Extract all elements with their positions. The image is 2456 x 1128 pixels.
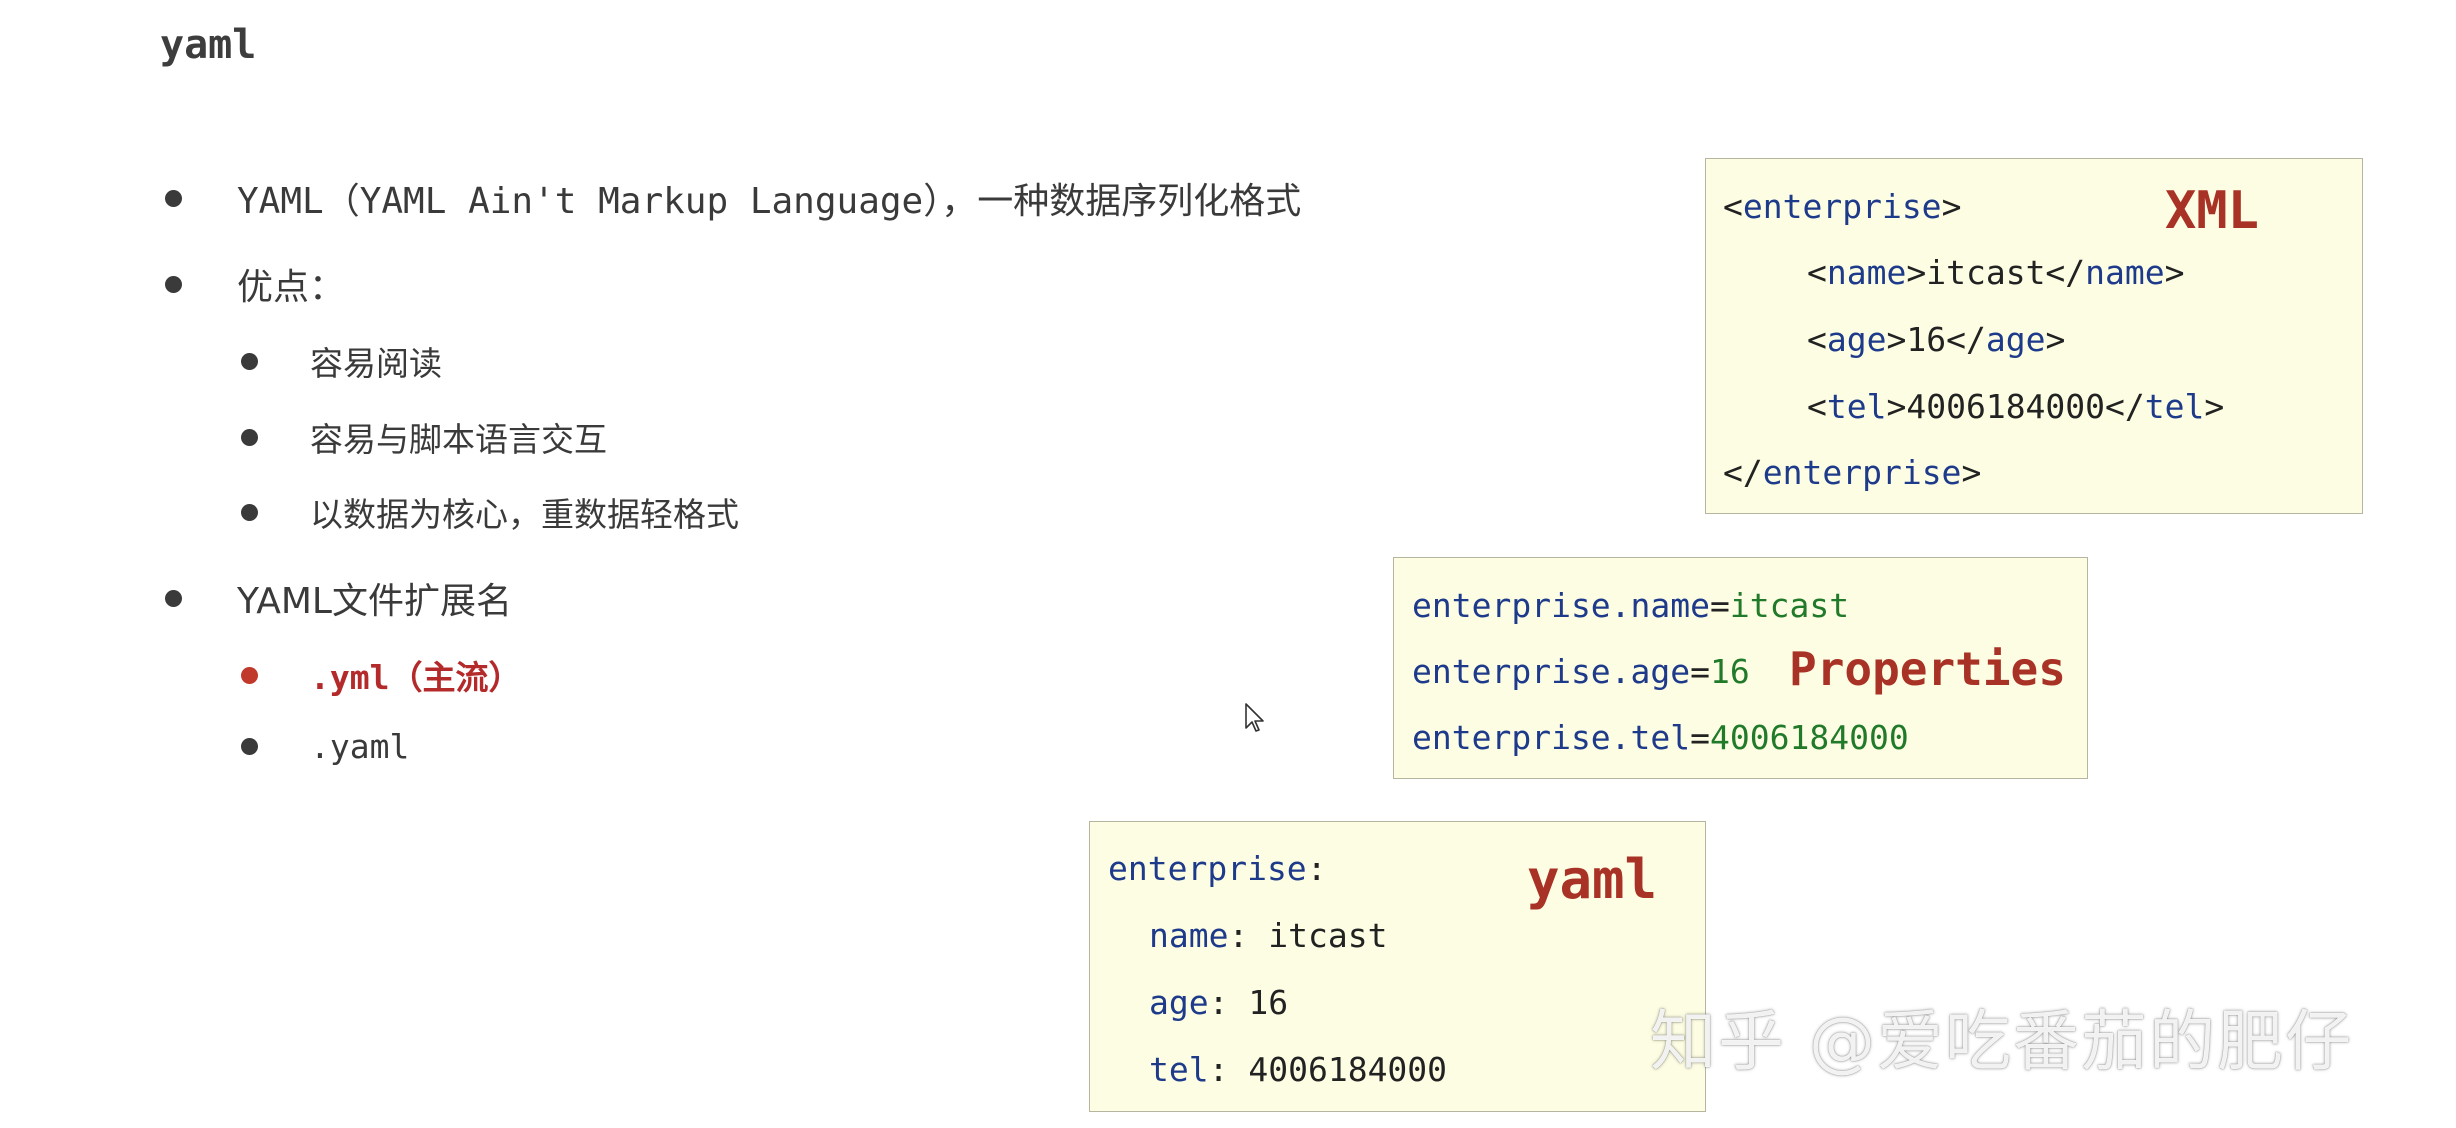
properties-label: Properties xyxy=(1789,642,2066,696)
code-line: <age>16</age> xyxy=(1807,320,2066,359)
properties-code-box: Properties enterprise.name=itcast enterp… xyxy=(1393,557,2088,779)
sub-bullet-item: 容易与脚本语言交互 xyxy=(241,413,607,461)
code-line: <enterprise> xyxy=(1723,187,1962,226)
code-line: <name>itcast</name> xyxy=(1807,253,2185,292)
bullet-item: 优点： xyxy=(165,258,345,310)
mouse-cursor-icon xyxy=(1245,703,1264,732)
bullet-item: YAML（YAML Ain't Markup Language），一种数据序列化… xyxy=(165,172,1301,224)
yaml-code-box: yaml enterprise: name: itcast age: 16 te… xyxy=(1089,821,1706,1112)
bullet-text: 优点： xyxy=(237,267,346,308)
bullet-text: 容易与脚本语言交互 xyxy=(310,420,607,459)
sub-bullet-item: 以数据为核心，重数据轻格式 xyxy=(241,488,739,536)
bullet-text: .yaml xyxy=(310,727,410,766)
code-line: enterprise.tel=4006184000 xyxy=(1412,718,1909,757)
sub-bullet-item: .yaml xyxy=(241,727,409,766)
slide-title: yaml xyxy=(160,22,257,68)
sub-bullet-item: 容易阅读 xyxy=(241,337,442,385)
code-line: age: 16 xyxy=(1149,983,1289,1022)
bullet-dot-icon xyxy=(241,428,258,446)
code-line: <tel>4006184000</tel> xyxy=(1807,387,2225,426)
bullet-item: YAML文件扩展名 xyxy=(165,572,512,624)
bullet-dot-icon xyxy=(241,666,258,684)
code-line: enterprise: xyxy=(1108,849,1327,888)
code-line: enterprise.name=itcast xyxy=(1412,586,1850,625)
bullet-text: 容易阅读 xyxy=(310,344,442,383)
yaml-label: yaml xyxy=(1527,848,1658,911)
bullet-dot-icon xyxy=(241,503,258,521)
bullet-text: YAML（YAML Ain't Markup Language），一种数据序列化… xyxy=(237,181,1302,222)
code-line: </enterprise> xyxy=(1723,453,1982,492)
sub-bullet-item-highlight: .yml（主流） xyxy=(241,651,521,699)
xml-code-box: XML <enterprise> <name>itcast</name> <ag… xyxy=(1705,158,2363,514)
code-line: enterprise.age=16 xyxy=(1412,652,1750,691)
code-line: name: itcast xyxy=(1149,916,1388,955)
bullet-dot-icon xyxy=(165,189,182,207)
bullet-dot-icon xyxy=(165,589,182,607)
watermark: 知乎 @爱吃番茄的肥仔 xyxy=(1650,1003,2353,1080)
bullet-dot-icon xyxy=(241,738,258,755)
bullet-text: YAML文件扩展名 xyxy=(237,581,512,622)
bullet-text: 以数据为核心，重数据轻格式 xyxy=(310,495,739,534)
bullet-list: YAML（YAML Ain't Markup Language），一种数据序列化… xyxy=(0,0,1440,820)
code-line: tel: 4006184000 xyxy=(1149,1050,1448,1089)
bullet-dot-icon xyxy=(165,275,182,293)
bullet-text: .yml（主流） xyxy=(310,658,522,697)
xml-label: XML xyxy=(2165,181,2259,241)
bullet-dot-icon xyxy=(241,352,258,370)
